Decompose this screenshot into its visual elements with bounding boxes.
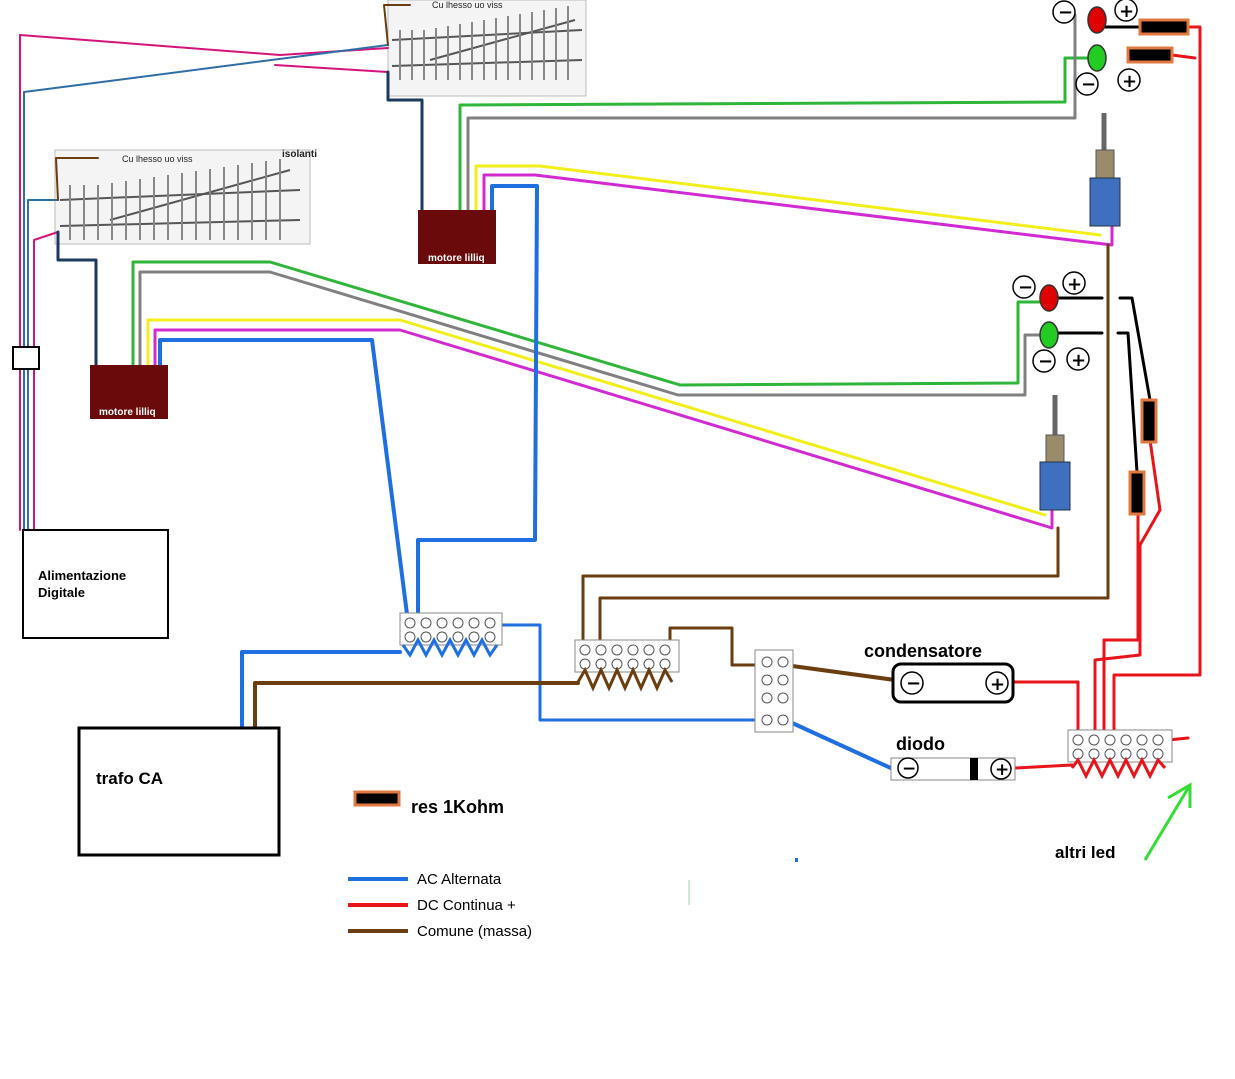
plus-sign: +: [990, 674, 1005, 695]
black-lead-4: [1116, 331, 1139, 474]
minus-sign: −: [1018, 277, 1033, 298]
common-wire-trafo: [253, 681, 580, 730]
plus-sign: +: [1067, 274, 1082, 295]
steel-wire-left: [27, 199, 59, 531]
terminal-block-common: [574, 639, 680, 692]
resistor-top-1: [1138, 18, 1190, 36]
ac-wire-to-block: [490, 623, 772, 722]
steel-wire-top: [23, 44, 389, 93]
ac-transformer: trafo CA: [77, 726, 281, 857]
terminal-block-dc: [1067, 729, 1173, 780]
ac-wire-motor-left: [158, 338, 410, 624]
magenta-wire-2: [153, 328, 1054, 530]
motor-left: motore lilliq: [90, 365, 168, 419]
dc-wire-diode: [1013, 763, 1074, 770]
capacitor: − + condensatore: [864, 641, 1015, 704]
dc-wire-top-led-1: [1112, 25, 1202, 737]
dc-wire-capacitor: [1010, 680, 1080, 737]
green-wire-2: [131, 260, 1042, 387]
wires: [19, 4, 1202, 772]
terminal-block-ac: [399, 612, 503, 659]
led-red-top: − +: [1052, 0, 1138, 34]
resistor-mid-2: [1128, 470, 1146, 516]
navy-link-top: [386, 70, 424, 212]
insulators-label: isolanti: [282, 149, 317, 160]
minus-sign: −: [902, 759, 916, 779]
resistor-top-2: [1126, 46, 1174, 64]
minus-sign: −: [906, 673, 921, 694]
brown-link-left: [55, 157, 99, 201]
grey-wire-1: [466, 13, 1077, 212]
digital-power-supply: Alimentazione Digitale: [22, 529, 169, 639]
track-caption-1: Cu lhesso uo viss: [432, 0, 503, 10]
common-wire-switch-1: [581, 526, 1060, 647]
resistor-legend-label: res 1Kohm: [411, 797, 504, 817]
dc-wire-mid-led-1: [1093, 438, 1162, 737]
transformer-label: trafo CA: [96, 769, 163, 788]
plus-sign: +: [1122, 71, 1137, 92]
diode: − + diodo: [890, 734, 1016, 781]
small-connector-box: [12, 346, 40, 370]
track-caption-2: Cu lhesso uo viss: [122, 154, 193, 164]
motor-left-label: motore lilliq: [99, 407, 156, 418]
green-wire-1: [458, 56, 1090, 212]
dc-wire-mid-led-2: [1102, 513, 1140, 737]
power-supply-label-line2: Digitale: [38, 585, 85, 600]
diode-label: diodo: [896, 734, 945, 754]
ac-wire-motor-top: [416, 184, 539, 624]
led-green-top: − +: [1075, 44, 1141, 96]
minus-sign: −: [1038, 351, 1053, 372]
legend-label-dc: DC Continua +: [417, 897, 516, 914]
other-leds-label: altri led: [1055, 843, 1115, 862]
toggle-switch-bottom: [1039, 395, 1071, 511]
resistor-legend: res 1Kohm: [353, 790, 504, 817]
minus-sign: −: [1058, 2, 1073, 23]
track-switch-top: Cu lhesso uo viss: [387, 0, 587, 97]
other-leds-indicator: altri led: [1055, 782, 1192, 862]
dc-wire-top-led-2: [1170, 53, 1197, 60]
common-wire-switch-2: [598, 243, 1110, 647]
motor-top: motore lilliq: [418, 210, 496, 264]
capacitor-label: condensatore: [864, 641, 982, 661]
led-green-mid: − +: [1032, 321, 1090, 373]
grey-wire-2: [138, 270, 1044, 397]
motor-top-label: motore lilliq: [428, 253, 485, 264]
toggle-switch-top: [1089, 113, 1121, 227]
legend-label-ac: AC Alternata: [417, 871, 502, 888]
black-lead-3: [1118, 296, 1152, 402]
resistor-mid-1: [1140, 398, 1158, 444]
pink-wire-left: [33, 231, 59, 531]
common-wire-capacitor: [783, 663, 897, 682]
yellow-wire-1: [474, 164, 1102, 237]
track-switch-left: Cu lhesso uo viss isolanti: [54, 149, 317, 245]
ac-wire-trafo: [240, 650, 402, 730]
plus-sign: +: [1071, 350, 1086, 371]
plus-sign: +: [1119, 1, 1134, 22]
common-wire-block: [668, 626, 772, 667]
wire-legend: AC Alternata DC Continua + Comune (massa…: [348, 871, 532, 940]
minus-sign: −: [1081, 74, 1096, 95]
navy-link-left: [56, 230, 98, 367]
led-red-mid: − +: [1012, 271, 1086, 312]
magenta-wire-1: [482, 173, 1114, 247]
yellow-wire-2: [146, 318, 1047, 517]
ac-wire-to-diode: [788, 720, 897, 772]
power-supply-label-line1: Alimentazione: [38, 568, 126, 583]
pink-wire-switch-top: [274, 64, 389, 73]
terminal-block-vertical: [754, 649, 794, 733]
brown-link-top: [383, 4, 411, 46]
legend-label-common: Comune (massa): [417, 923, 532, 940]
plus-sign: +: [995, 760, 1009, 780]
stray-mark: [795, 858, 798, 862]
